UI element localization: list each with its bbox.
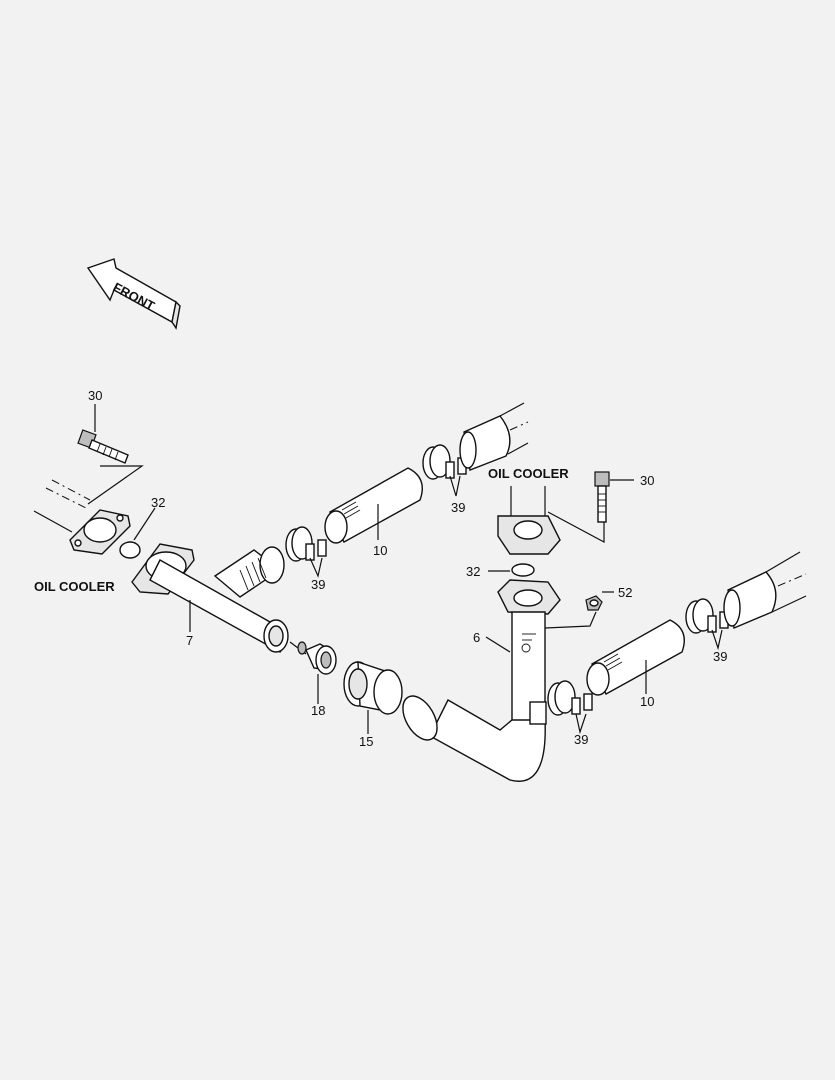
callout-7: 7 xyxy=(186,633,193,648)
callout-52: 52 xyxy=(618,585,632,600)
pipe-6 xyxy=(402,579,561,782)
oil-cooler-label-left: OIL COOLER xyxy=(34,579,115,594)
callout-18: 18 xyxy=(311,703,325,718)
right-oil-cooler-bracket xyxy=(497,486,561,555)
o-ring-32-right xyxy=(511,563,535,577)
callout-39-c: 39 xyxy=(574,732,588,747)
oil-cooler-label-right: OIL COOLER xyxy=(488,466,569,481)
callout-32-right: 32 xyxy=(466,564,480,579)
callout-30-right: 30 xyxy=(640,473,654,488)
callout-10-upper: 10 xyxy=(373,543,387,558)
upper-oil-cooler-pipe xyxy=(459,402,529,471)
hose-10-upper xyxy=(324,467,423,544)
plug-52 xyxy=(585,595,603,611)
left-oil-cooler-pipe xyxy=(33,479,131,555)
lower-oil-cooler-pipe xyxy=(723,551,807,629)
callout-30-left: 30 xyxy=(88,388,102,403)
hose-clamp-39-b xyxy=(422,444,467,480)
hose-clamp-39-d xyxy=(685,598,729,634)
pipe-7 xyxy=(131,543,289,653)
hose-10-lower xyxy=(586,619,685,696)
bolt-30-left xyxy=(77,429,129,464)
hose-clamp-39-c xyxy=(547,680,593,716)
callout-39-d: 39 xyxy=(713,649,727,664)
plug-18 xyxy=(289,641,337,675)
front-arrow: FRONT xyxy=(86,258,181,330)
bolt-30-right xyxy=(594,471,610,523)
o-ring-32-left xyxy=(119,541,141,559)
hose-clamp-39-a xyxy=(285,526,327,562)
callout-32-left: 32 xyxy=(151,495,165,510)
callout-39-a: 39 xyxy=(311,577,325,592)
callout-39-b: 39 xyxy=(451,500,465,515)
callout-6: 6 xyxy=(473,630,480,645)
plug-15 xyxy=(343,661,403,715)
callout-15: 15 xyxy=(359,734,373,749)
callout-10-lower: 10 xyxy=(640,694,654,709)
